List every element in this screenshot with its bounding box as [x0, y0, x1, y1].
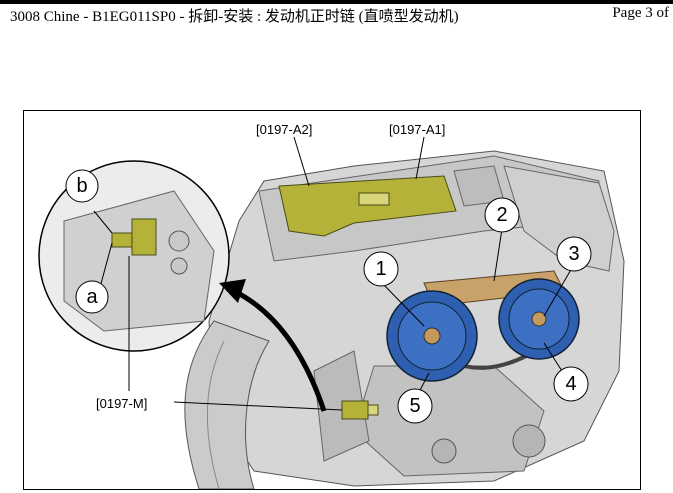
callout-4: 4 [553, 366, 589, 402]
callout-1: 1 [363, 251, 399, 287]
engine-timing-illustration: [0197-A2] [0197-A1] [0197-M] b a 1 2 3 4 [23, 110, 641, 490]
leader-lines [93, 136, 577, 411]
callout-2: 2 [484, 197, 520, 233]
callout-number-4: 4 [565, 373, 576, 395]
direction-arrow [219, 279, 327, 412]
callout-number-2: 2 [496, 204, 507, 226]
callout-number-3: 3 [568, 243, 579, 265]
exhaust-camshaft-sprocket [498, 278, 580, 360]
tool-label-a1: [0197-A1] [389, 122, 445, 137]
callout-number-5: 5 [409, 395, 420, 417]
callout-3: 3 [556, 236, 592, 272]
callout-5: 5 [397, 388, 433, 424]
tool-label-a2: [0197-A2] [256, 122, 312, 137]
detail-callout-a: a [75, 280, 109, 314]
intake-camshaft-sprocket [386, 290, 478, 382]
tool-label-m: [0197-M] [96, 396, 147, 411]
document-title: 3008 Chine - B1EG011SP0 - 拆卸-安装 : 发动机正时链… [10, 9, 459, 25]
page-indicator: Page 3 of [612, 5, 669, 21]
document-header: 3008 Chine - B1EG011SP0 - 拆卸-安装 : 发动机正时链… [0, 0, 673, 26]
detail-label-a: a [86, 286, 98, 308]
tool-0197-a [278, 175, 457, 237]
callout-number-1: 1 [375, 258, 386, 280]
header-rule [0, 0, 673, 4]
detail-callout-b: b [65, 169, 99, 203]
detail-label-b: b [76, 175, 87, 197]
